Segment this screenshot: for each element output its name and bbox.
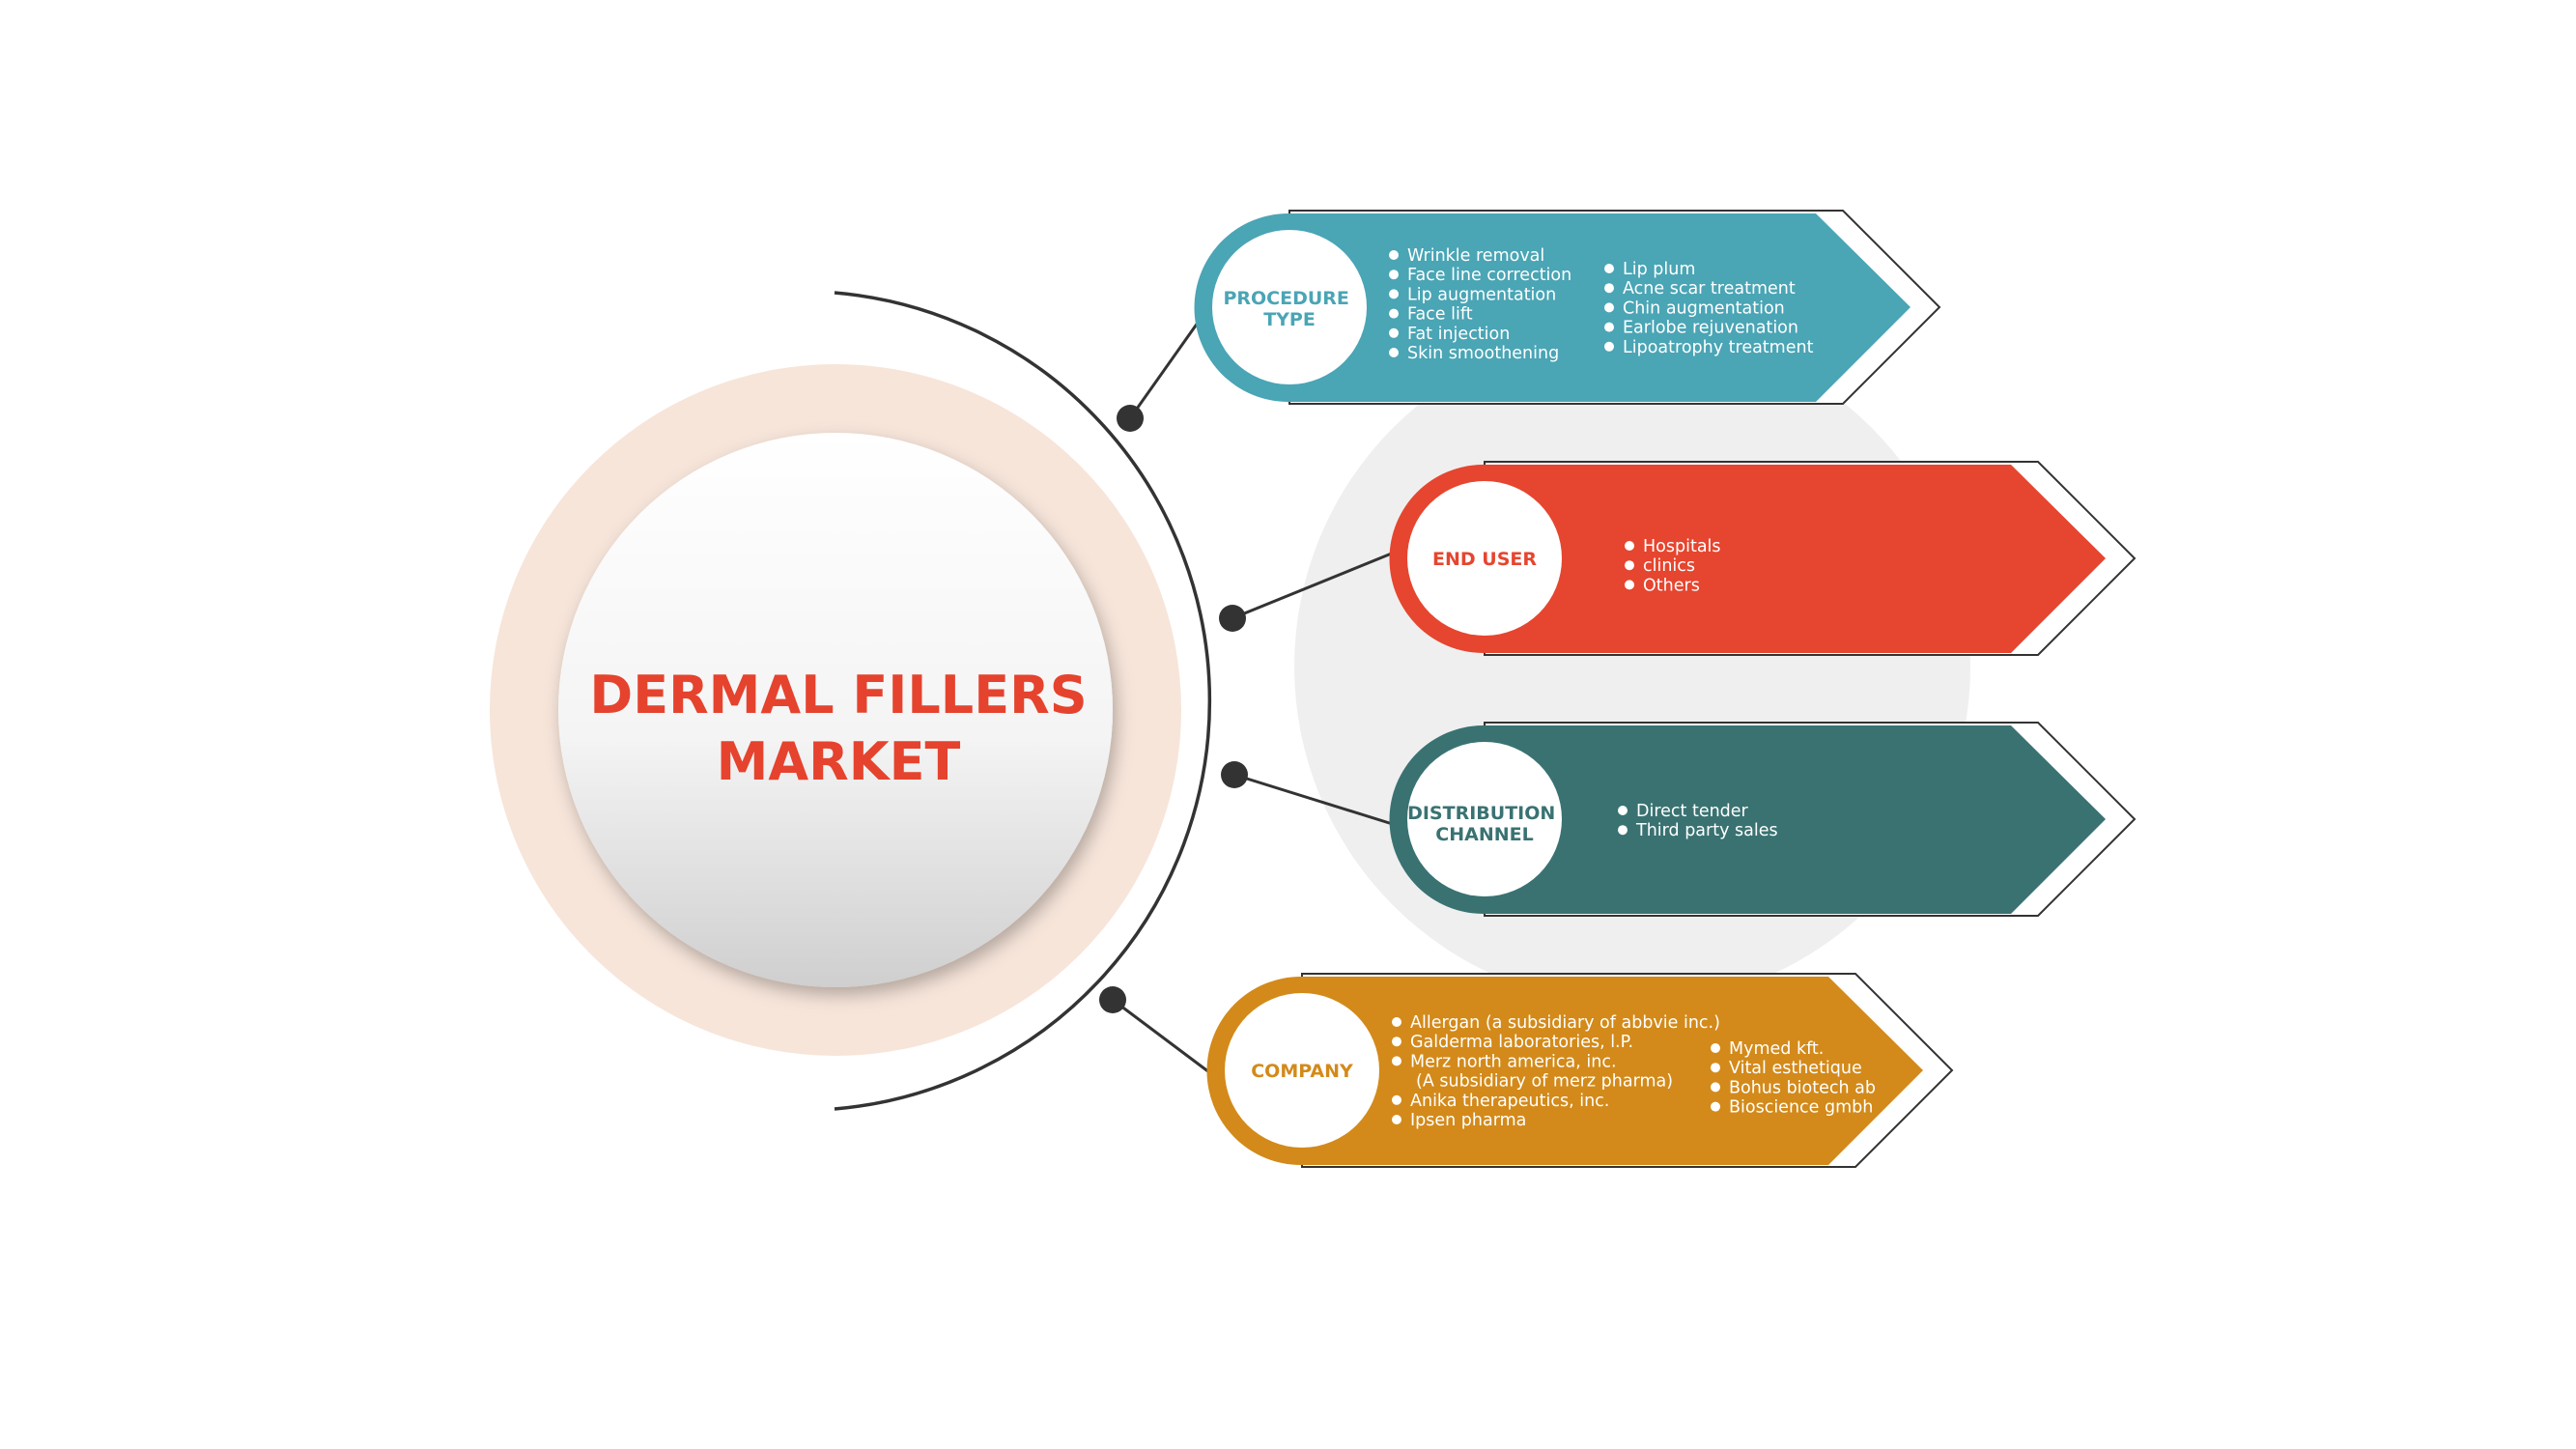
list-item: Ipsen pharma [1410,1111,1526,1130]
segment-distribution-channel: DISTRIBUTION CHANNEL Direct tenderThird … [1389,722,2137,917]
list-item: Bioscience gmbh [1729,1098,1873,1118]
list-item: Merz north america, inc. [1410,1052,1617,1071]
list-item: Vital esthetique [1729,1059,1862,1078]
bullet-dot [1711,1063,1720,1073]
bullet-dot [1625,580,1634,590]
list-item: Third party sales [1635,821,1778,840]
bullet-dot [1711,1101,1720,1112]
list-item: Face line correction [1407,266,1571,285]
bullet-dot [1604,341,1614,352]
list-item: Skin smoothening [1407,344,1559,363]
node-dot-end-user [1219,605,1246,632]
bullet-dot [1389,308,1399,319]
bullet-dot [1618,806,1628,815]
connector-arc [834,291,1212,1111]
list-item: (A subsidiary of merz pharma) [1416,1072,1673,1092]
segment-label: PROCEDURE TYPE [1223,288,1355,330]
list-item: Face lift [1407,305,1473,325]
segment-arrow [1389,465,2106,653]
list-item: Earlobe rejuvenation [1623,319,1798,338]
list-item: Others [1643,576,1700,595]
list-item: Galderma laboratories, l.P. [1410,1033,1633,1052]
items-column-1: Allergan (a subsidiary of abbvie inc.)Ga… [1392,1013,1720,1130]
list-item: Hospitals [1643,537,1721,556]
segment-label: END USER [1432,549,1537,570]
list-item: Wrinkle removal [1407,246,1544,266]
segment-company: COMPANY Allergan (a subsidiary of abbvie… [1206,973,1954,1168]
segment-label: DISTRIBUTION CHANNEL [1407,803,1562,845]
connector-company [1112,998,1210,1074]
list-item: clinics [1643,556,1695,576]
bullet-dot [1711,1043,1720,1053]
bullet-dot [1392,1037,1401,1047]
segment-label-circle [1225,993,1379,1148]
bullet-dot [1625,541,1634,551]
center-circle [558,433,1113,987]
segment-arrow [1206,977,1923,1165]
title-line-1: DERMAL FILLERS [589,665,1087,725]
bullet-dot [1389,348,1399,357]
bullet-dot [1711,1082,1720,1093]
list-item: Direct tender [1636,802,1749,821]
list-item: Chin augmentation [1623,298,1785,318]
list-item: Bohus biotech ab [1729,1078,1876,1097]
bullet-dot [1389,270,1399,280]
connector-end-user [1231,549,1400,620]
node-dot-procedure [1117,405,1144,432]
segment-label-circle [1212,230,1367,384]
list-item: Anika therapeutics, inc. [1410,1092,1609,1111]
bullet-dot [1604,283,1614,294]
title-line-2: MARKET [717,731,961,792]
bullet-dot [1392,1017,1401,1027]
connector-distribution [1233,773,1400,828]
node-dot-company [1099,986,1126,1013]
segment-label: COMPANY [1251,1061,1353,1082]
list-item: Acne scar treatment [1623,279,1796,298]
segment-arrow [1194,213,1911,402]
bullet-dot [1392,1094,1401,1105]
bullet-dot [1625,560,1634,571]
bullet-dot [1389,289,1399,299]
list-item: Fat injection [1407,325,1510,344]
bullet-dot [1604,322,1614,332]
segment-label-circle [1407,481,1562,636]
bullet-dot [1389,250,1399,260]
bullet-dot [1604,264,1614,273]
list-item: Mymed kft. [1729,1039,1824,1059]
list-item: Lip augmentation [1407,285,1556,304]
connector-procedure [1128,315,1204,419]
bullet-dot [1604,302,1614,313]
node-dot-distribution [1221,761,1248,788]
bullet-dot [1392,1056,1401,1066]
segment-arrow [1389,725,2106,914]
bullet-dot [1392,1115,1401,1124]
list-item: Lip plum [1623,260,1695,279]
segment-label-circle [1407,742,1562,896]
bullet-dot [1389,327,1399,338]
bullet-dot [1618,825,1628,836]
list-item: Allergan (a subsidiary of abbvie inc.) [1410,1013,1720,1033]
list-item: Lipoatrophy treatment [1623,338,1814,357]
